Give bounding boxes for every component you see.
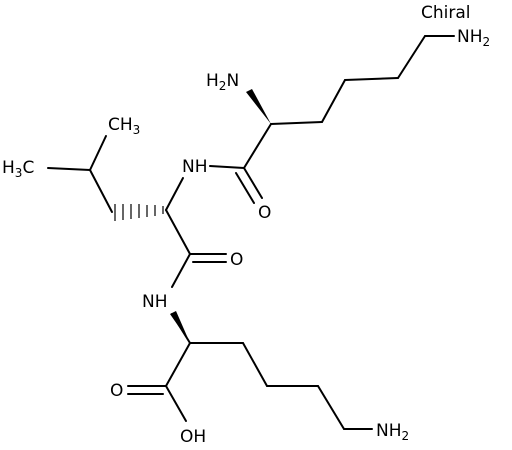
carbonyl-oxygen-upper: O [258, 203, 271, 223]
bond-co-nh-lower [171, 253, 191, 288]
bond-nh-ca-leu [165, 177, 184, 211]
amine-top-right: NH2 [457, 27, 490, 49]
bond-c5-c6-top [397, 35, 426, 79]
amine-bottom: NH2 [376, 421, 409, 443]
methyl-top-text: CH [108, 115, 133, 135]
amine-bottom-text: NH [376, 421, 402, 441]
bond-ca-co-leu [165, 209, 191, 255]
methyl-left-subscript: 3 [15, 166, 23, 180]
acid-carbonyl-oxygen: O [110, 381, 123, 401]
amine-top-right-subscript: 2 [483, 35, 491, 49]
bond-c3-c4-bottom [242, 342, 268, 387]
bond-cb-cg-leu [89, 169, 113, 213]
acid-hydroxyl: OH [180, 427, 206, 447]
amine-alpha-top-h: H [206, 71, 219, 91]
bond-c3-c4-top [321, 79, 346, 123]
bond-co-o-top-a [243, 167, 263, 199]
amine-alpha-top-subscript: 2 [219, 79, 227, 93]
amide-nh-lower: NH [142, 292, 168, 312]
amine-bottom-subscript: 2 [402, 429, 410, 443]
wedge-bond-bottom-nh [170, 311, 190, 343]
bond-ca-cooh [165, 342, 191, 387]
bond-cg-ch3-left [47, 167, 91, 171]
bond-cooh-oh [165, 385, 187, 422]
methyl-left-c: C [22, 158, 34, 178]
bond-co-o-top-b [235, 172, 255, 204]
bond-cg-ch3-top [89, 135, 107, 171]
methyl-left-h: H [2, 158, 15, 178]
carbonyl-oxygen-middle: O [230, 250, 243, 270]
bond-ca-co-top [243, 123, 272, 169]
wedge-bond-top-amine [246, 89, 271, 124]
amine-top-right-text: NH [457, 27, 483, 47]
amine-alpha-top-n: N [226, 71, 239, 91]
chirality-label: Chiral [421, 3, 471, 23]
methyl-left: H3C [2, 158, 34, 180]
bond-co-nh-top [209, 165, 245, 169]
bond-c4-c5-top [344, 77, 399, 81]
hash-bond-leucine [114, 204, 164, 221]
amine-alpha-top: H2N [206, 71, 239, 93]
bond-c5-c6-bottom [317, 385, 345, 430]
methyl-top: CH3 [108, 115, 140, 137]
methyl-top-subscript: 3 [133, 123, 141, 137]
bond-ca-c3-top [270, 121, 323, 125]
amide-nh-upper: NH [182, 157, 208, 177]
